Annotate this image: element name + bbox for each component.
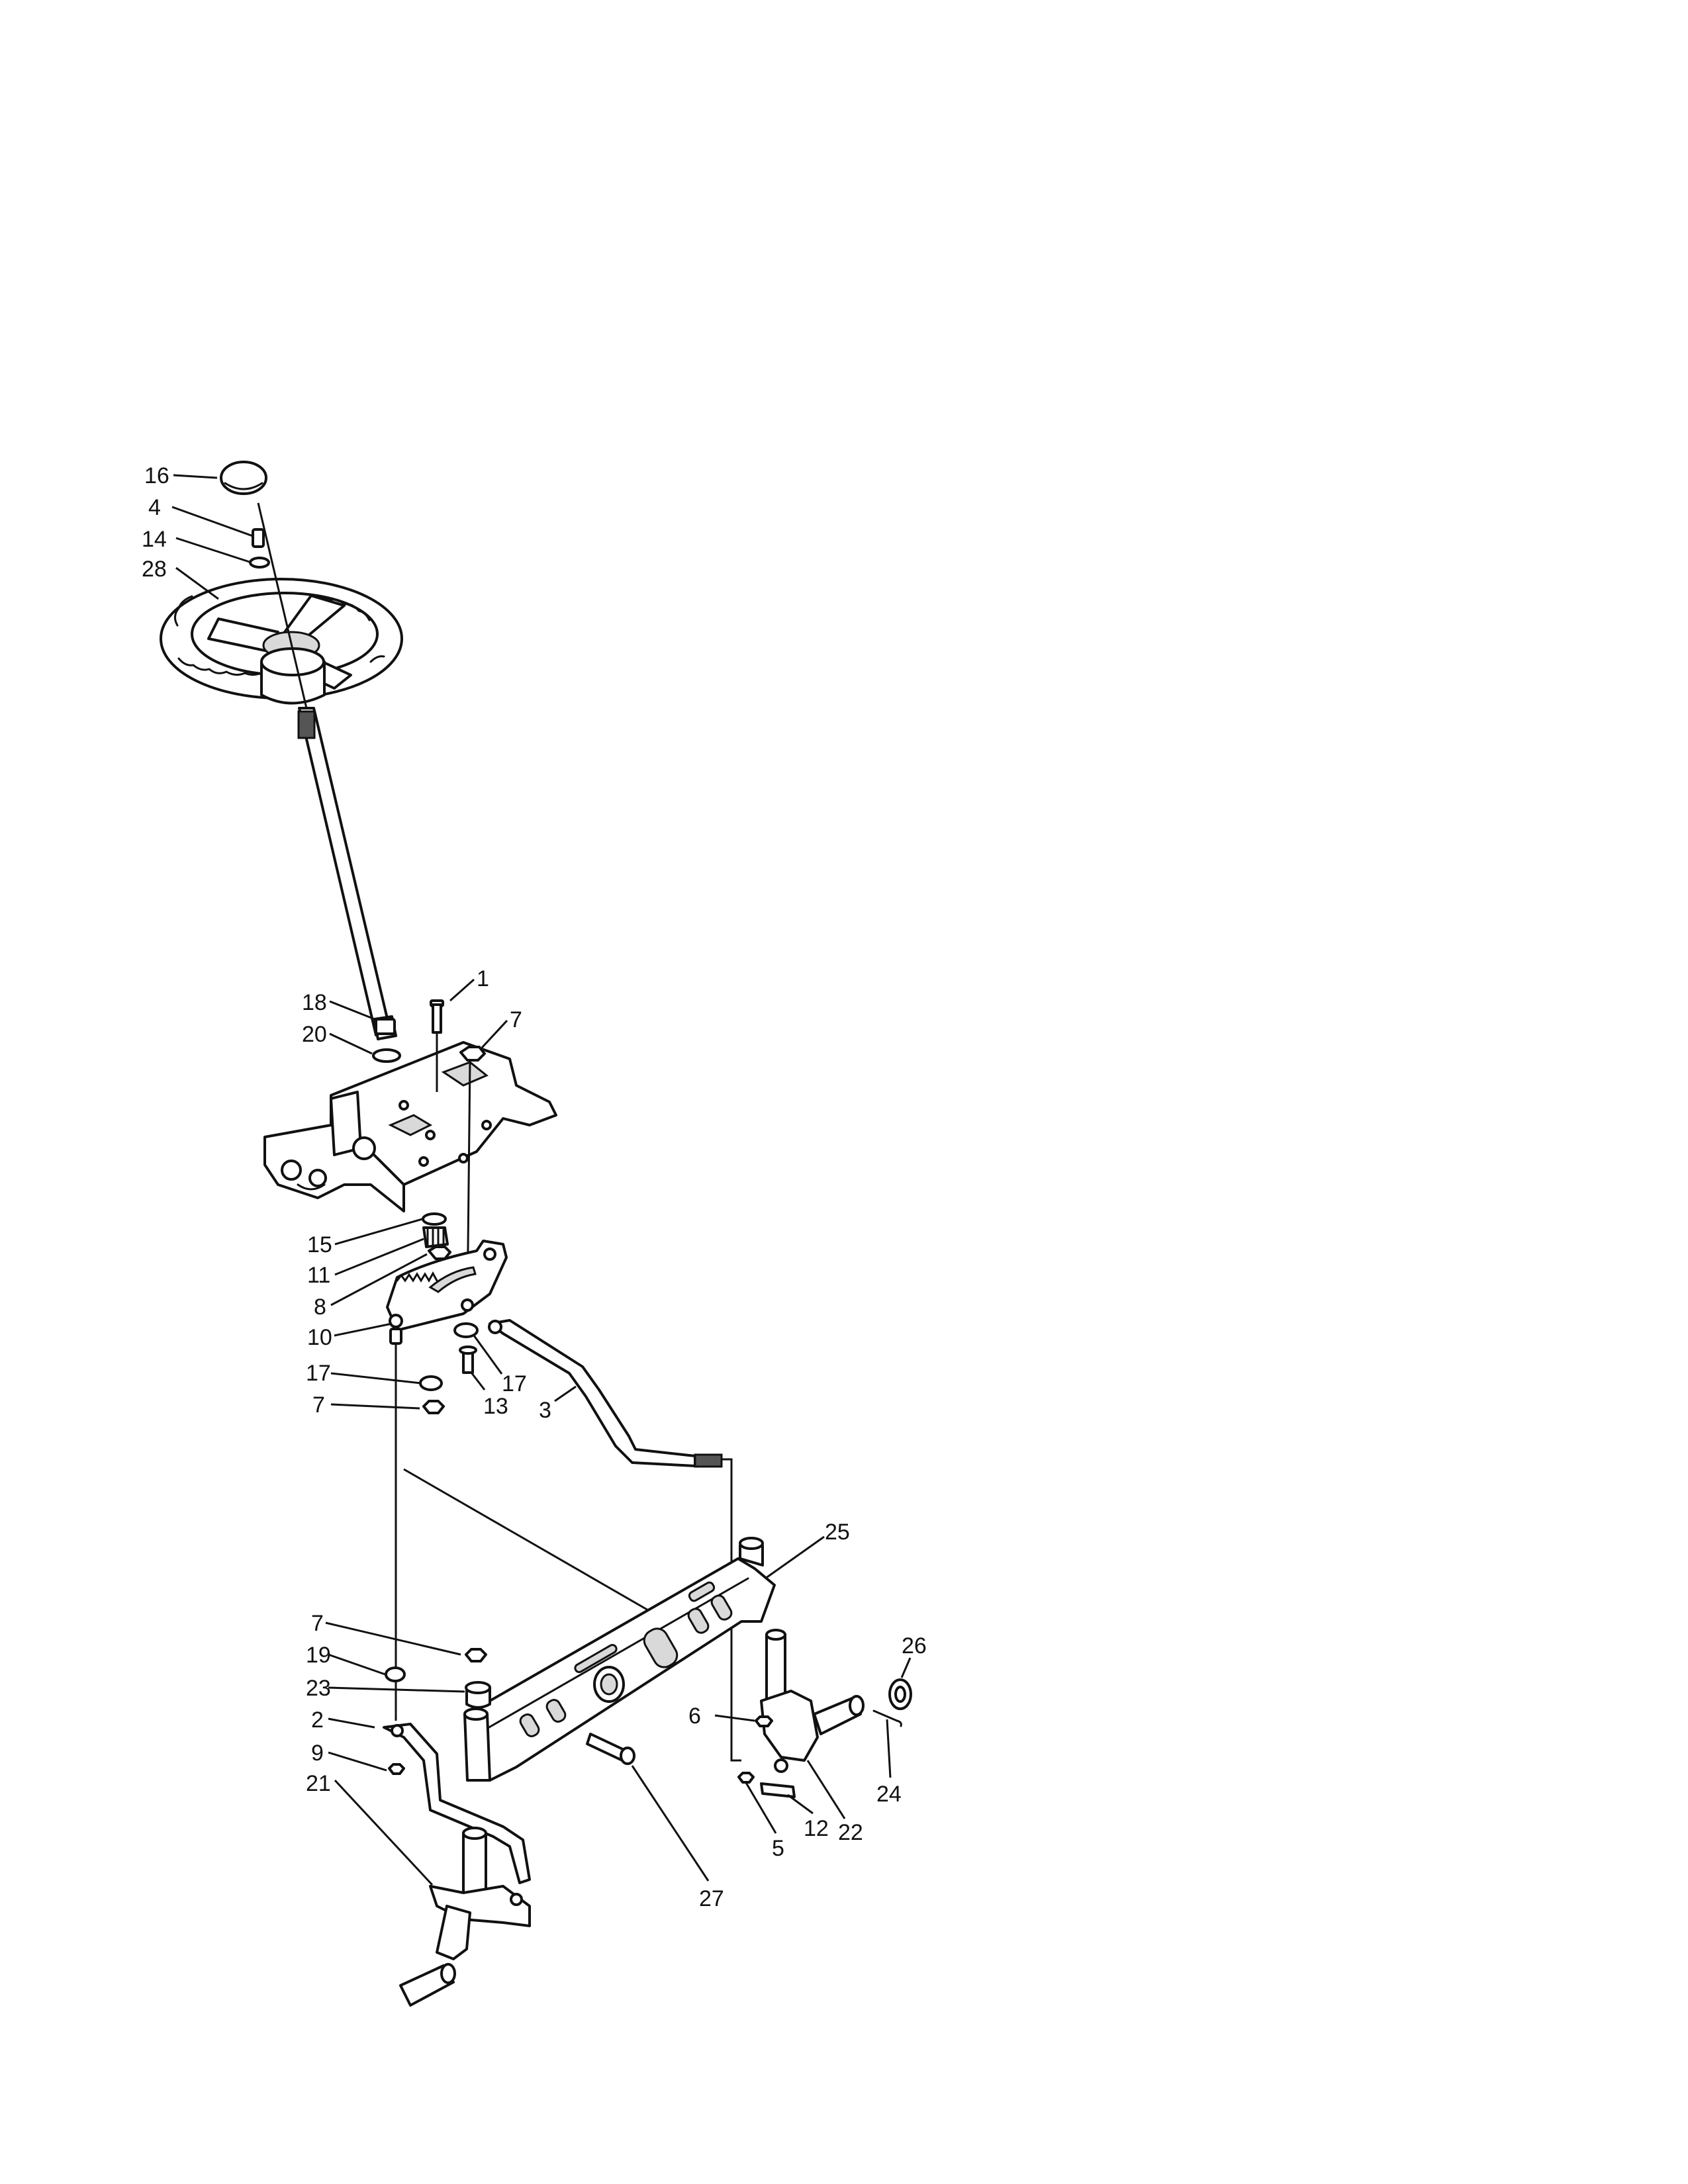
steering-wheel-bolt	[252, 528, 265, 548]
tierod-end-nut	[737, 1772, 755, 1784]
callout-7-low: 7	[311, 1611, 324, 1636]
callout-10: 10	[307, 1325, 332, 1350]
callout-2: 2	[311, 1707, 324, 1733]
sector-nut-lower	[422, 1400, 445, 1414]
callout-7-mid: 7	[312, 1392, 325, 1418]
steering-shaft	[297, 707, 397, 1040]
callout-3: 3	[539, 1398, 551, 1423]
callout-1: 1	[477, 966, 489, 991]
sector-bushing-right	[453, 1322, 479, 1338]
callout-7-top: 7	[510, 1007, 522, 1032]
right-spindle-nut	[755, 1715, 773, 1727]
callout-19: 19	[306, 1643, 331, 1668]
pivot-bolt	[586, 1733, 635, 1765]
callout-5: 5	[772, 1836, 784, 1861]
front-axle	[463, 1537, 776, 1782]
right-spindle	[760, 1629, 865, 1762]
sector-spacer-lower	[419, 1375, 443, 1391]
axle-washer-right	[888, 1678, 912, 1710]
callout-4: 4	[148, 495, 161, 520]
callout-15: 15	[307, 1232, 332, 1257]
steering-support-bracket	[263, 1041, 557, 1212]
sector-gear-spacer-left	[389, 1328, 402, 1345]
callout-17-right: 17	[502, 1371, 527, 1396]
steering-wheel-cap	[220, 461, 267, 495]
bracket-nut-top	[459, 1046, 486, 1062]
pinion-gear	[422, 1226, 449, 1248]
callout-16: 16	[144, 463, 169, 488]
sector-bolt	[459, 1345, 477, 1374]
callout-21: 21	[306, 1771, 331, 1796]
callout-14: 14	[142, 527, 167, 552]
tierod-end-bolt	[760, 1758, 796, 1798]
callout-13: 13	[483, 1394, 508, 1419]
steering-wheel	[160, 578, 403, 705]
callout-25: 25	[825, 1520, 850, 1545]
callout-8: 8	[314, 1295, 326, 1320]
axle-nut-small	[465, 1648, 487, 1662]
callout-18: 18	[302, 990, 327, 1015]
callout-9: 9	[311, 1741, 324, 1766]
pinion-washer	[422, 1212, 447, 1226]
cotter-pin	[872, 1709, 902, 1727]
bracket-bolt	[430, 999, 444, 1034]
callout-12: 12	[804, 1816, 829, 1841]
tie-rod	[383, 1723, 531, 1884]
pinion-nut	[428, 1246, 451, 1260]
shaft-bushing	[375, 1018, 396, 1035]
tierod-nut	[388, 1763, 405, 1775]
callout-11: 11	[307, 1263, 330, 1288]
drag-link	[488, 1319, 723, 1468]
callout-28: 28	[142, 557, 167, 582]
callout-27: 27	[699, 1886, 724, 1911]
tierod-spacer	[385, 1666, 406, 1682]
steering-wheel-washer	[249, 557, 270, 569]
sector-gear	[386, 1240, 508, 1332]
callout-26: 26	[902, 1633, 927, 1659]
callout-6: 6	[688, 1704, 701, 1729]
callout-22: 22	[838, 1820, 863, 1845]
left-spindle	[399, 1827, 531, 2007]
callout-24: 24	[876, 1782, 902, 1807]
axle-bushing	[465, 1681, 491, 1709]
callout-23: 23	[306, 1676, 331, 1701]
callout-20: 20	[302, 1022, 327, 1047]
shaft-washer-upper	[372, 1048, 401, 1063]
callout-17-left: 17	[306, 1361, 331, 1386]
